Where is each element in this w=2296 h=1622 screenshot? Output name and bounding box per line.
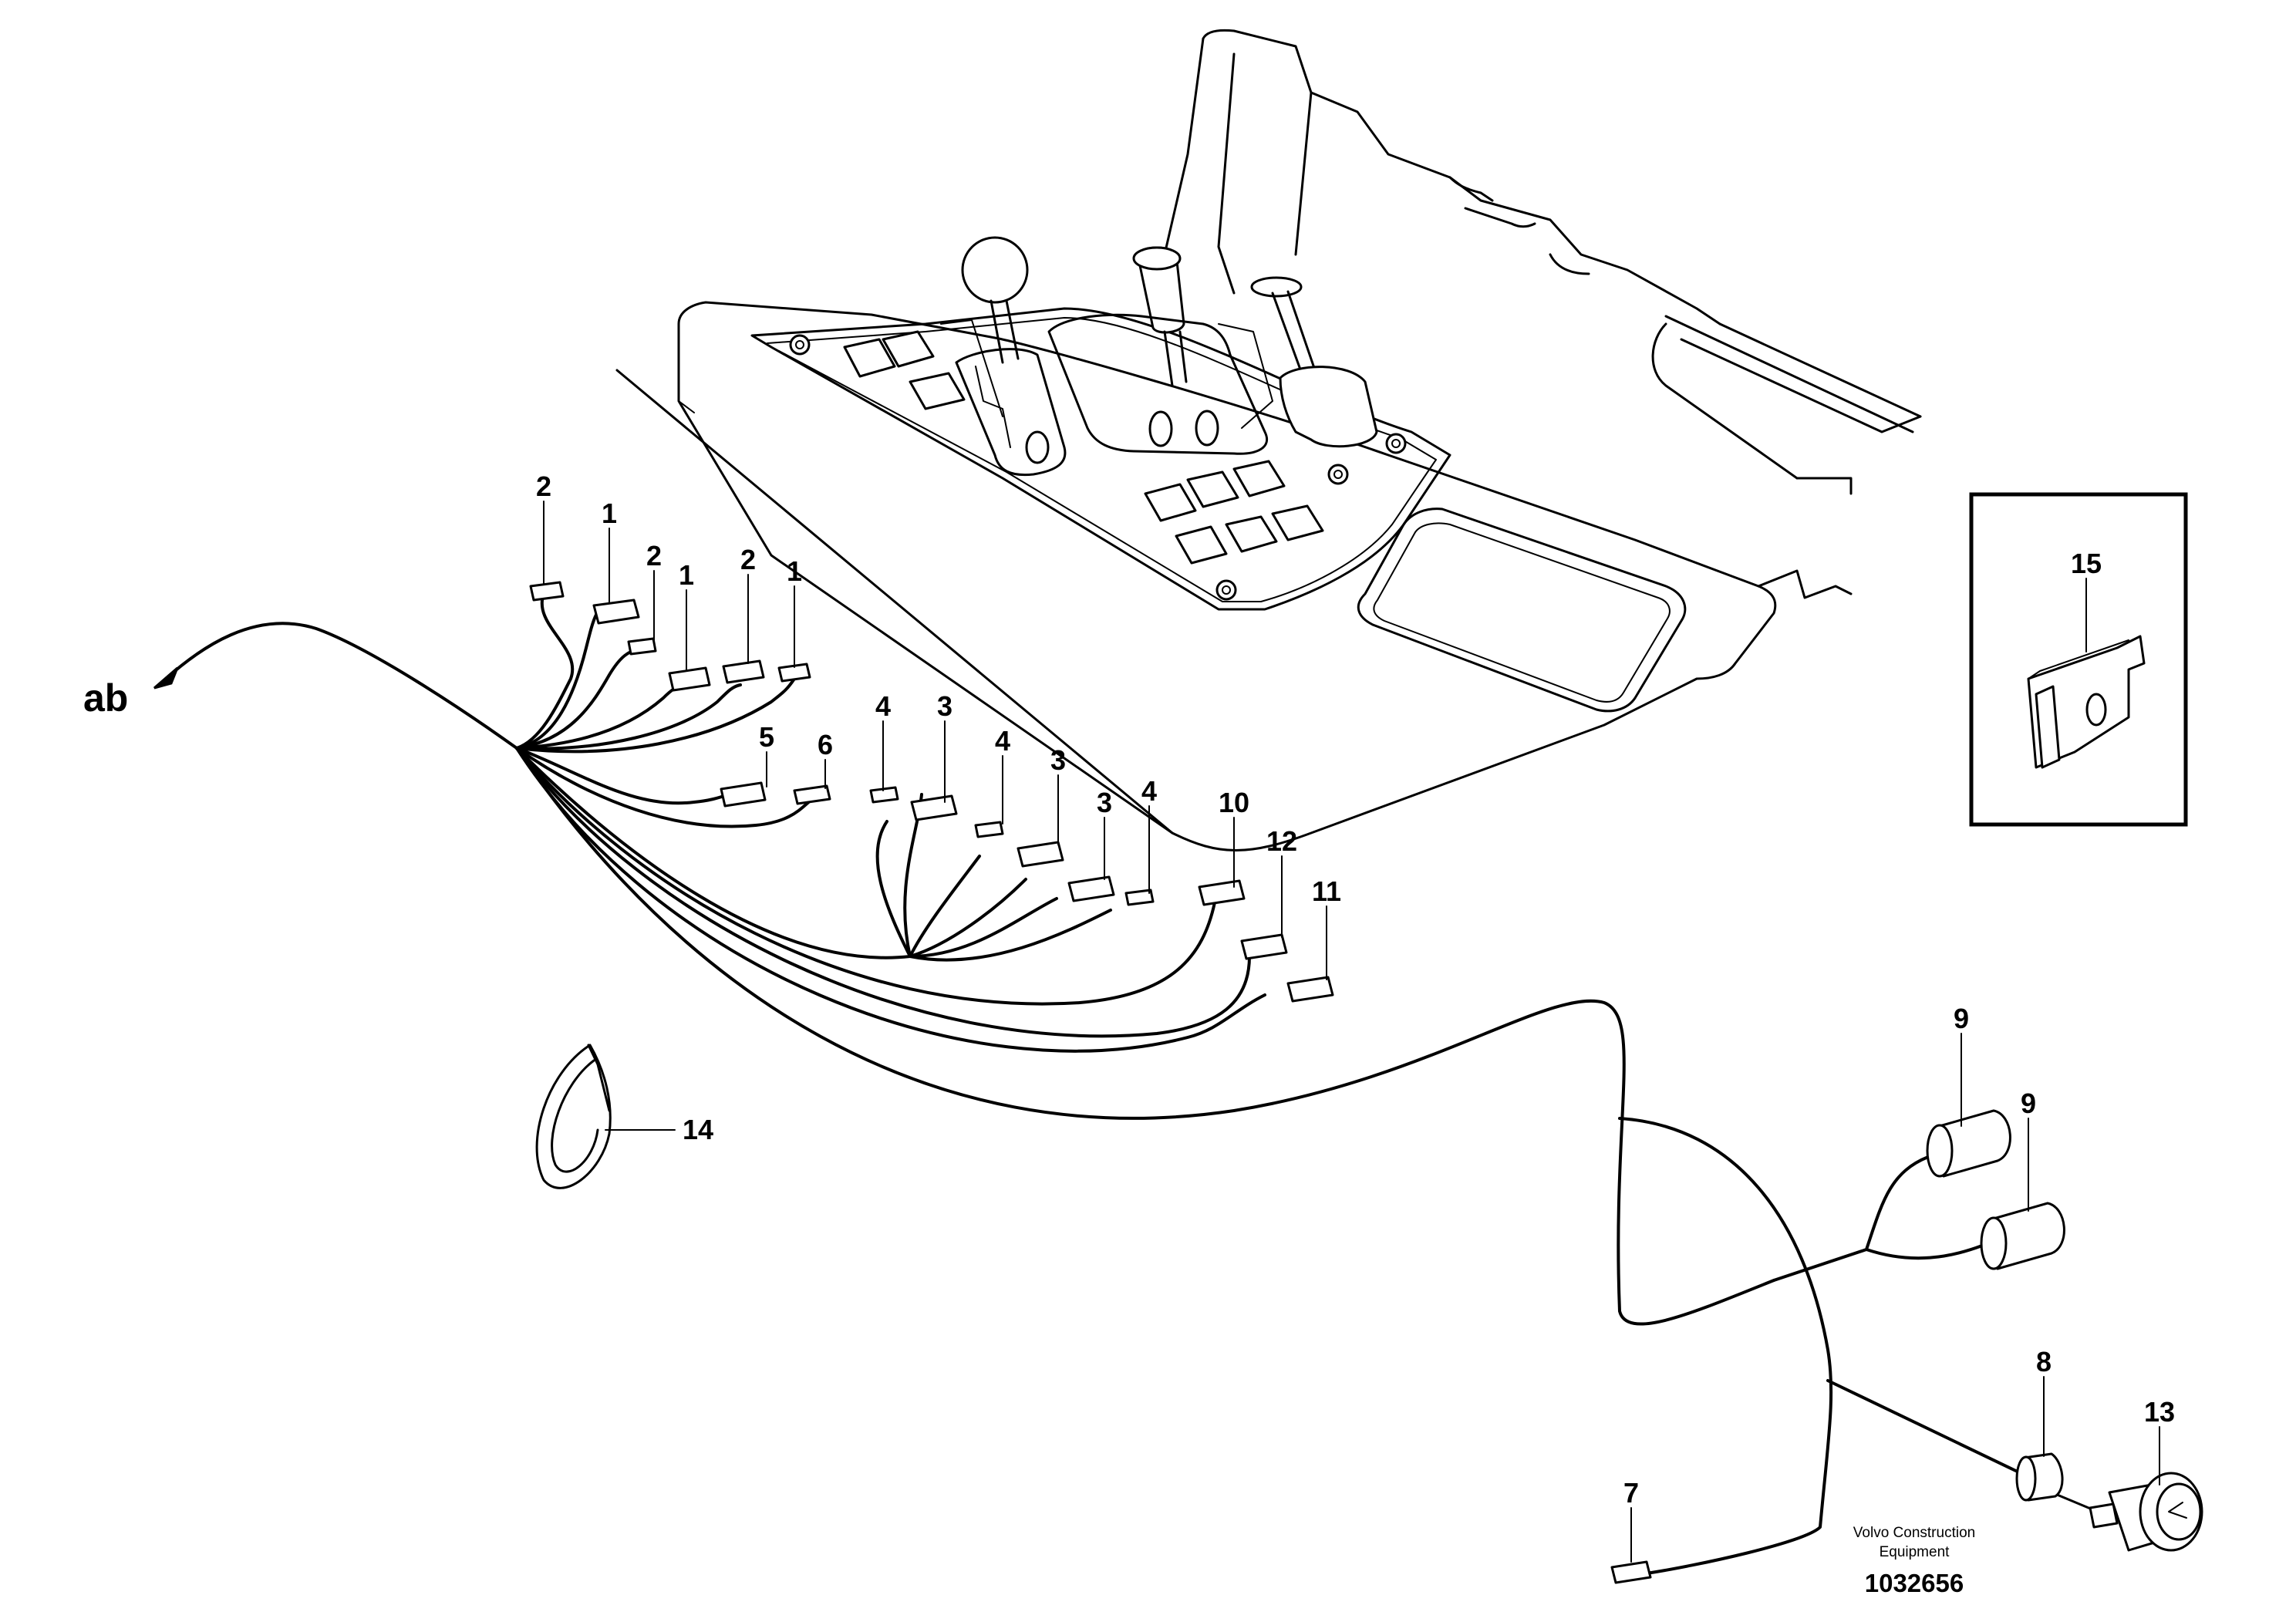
callout-1: 1	[679, 559, 694, 591]
drawing-number: 1032656	[1865, 1569, 1964, 1597]
callout-11: 11	[1312, 875, 1341, 907]
leader-lines	[543, 501, 2160, 1563]
callout-labels: 2 1 2 1 2 1 5 6 4 3 4 3 3 4 10 12 11 9 9…	[83, 470, 2175, 1509]
callout-7: 7	[1623, 1477, 1639, 1509]
connectors	[529, 581, 1652, 1584]
callout-3: 3	[937, 690, 952, 722]
callout-1: 1	[602, 497, 617, 529]
callout-2: 2	[536, 470, 551, 502]
control-console	[615, 29, 1922, 851]
callout-15: 15	[2071, 548, 2102, 579]
callout-13: 13	[2144, 1396, 2175, 1428]
callout-14: 14	[683, 1114, 713, 1145]
fuse-plug	[2015, 1452, 2064, 1502]
company-name-line2: Equipment	[1880, 1544, 1950, 1560]
callout-4: 4	[995, 725, 1010, 757]
callout-9: 9	[2021, 1088, 2036, 1119]
callout-6: 6	[818, 729, 833, 760]
center-lever	[1047, 246, 1268, 455]
reference-label-ab: ab	[83, 676, 128, 720]
reference-arrow-ab	[153, 666, 179, 690]
drawing-footer: Volvo Construction Equipment 1032656	[1853, 1525, 1975, 1597]
clip-inset	[1969, 492, 2188, 827]
callout-10: 10	[1219, 787, 1249, 818]
callout-9: 9	[1954, 1003, 1969, 1034]
callout-4: 4	[1141, 775, 1157, 807]
callout-12: 12	[1266, 825, 1297, 857]
ball-lever	[940, 236, 1067, 477]
cable-tie	[535, 1044, 612, 1189]
callout-2: 2	[646, 540, 662, 572]
callout-3: 3	[1050, 744, 1066, 776]
callout-5: 5	[759, 721, 774, 753]
callout-1: 1	[787, 555, 802, 587]
console-switches	[843, 330, 1324, 565]
wire-harness	[164, 592, 2099, 1575]
callout-8: 8	[2036, 1346, 2052, 1378]
callout-4: 4	[875, 690, 891, 722]
callout-3: 3	[1097, 787, 1112, 818]
sensor-cylinders	[1926, 1109, 2065, 1270]
callout-2: 2	[740, 544, 756, 575]
company-name-line1: Volvo Construction	[1853, 1525, 1975, 1541]
power-socket	[2089, 1472, 2203, 1552]
throttle-lever	[1218, 276, 1378, 448]
